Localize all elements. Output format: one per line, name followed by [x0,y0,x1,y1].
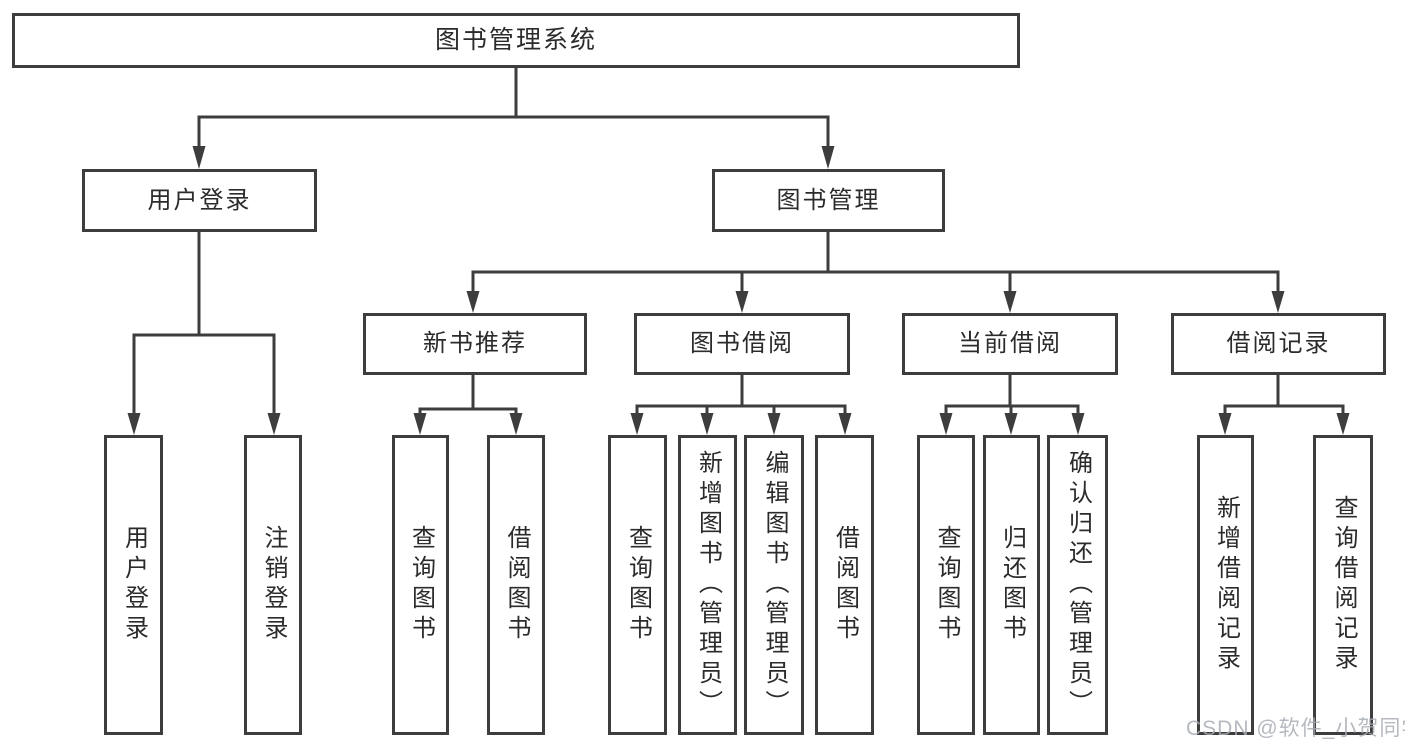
leaf-query-borrow-record: 查询借阅记录 [1313,435,1373,735]
node-borrowing-records: 借阅记录 [1171,313,1386,375]
node-new-book-recommendation: 新书推荐 [363,313,587,375]
arrowheads [127,146,1350,435]
watermark-text: CSDN @软件_小贺同学 [1186,717,1405,740]
node-root: 图书管理系统 [12,13,1020,68]
leaf-query-books-1: 查询图书 [392,435,449,735]
leaf-query-books-2: 查询图书 [608,435,667,735]
leaf-query-books-3: 查询图书 [917,435,975,735]
node-book-borrowing: 图书借阅 [634,313,850,375]
leaf-logout: 注销登录 [244,435,302,735]
leaf-return-books: 归还图书 [983,435,1040,735]
node-current-borrowing: 当前借阅 [902,313,1118,375]
leaf-add-book-admin: 新增图书（管理员） [678,435,737,735]
leaf-user-login: 用户登录 [104,435,163,735]
leaf-edit-book-admin: 编辑图书（管理员） [744,435,804,735]
leaf-borrow-books-1: 借阅图书 [487,435,545,735]
leaf-add-borrow-record: 新增借阅记录 [1197,435,1254,735]
node-book-management: 图书管理 [712,169,945,232]
leaf-borrow-books-2: 借阅图书 [815,435,874,735]
leaf-confirm-return-admin: 确认归还（管理员） [1047,435,1108,735]
node-user-login: 用户登录 [82,169,317,232]
